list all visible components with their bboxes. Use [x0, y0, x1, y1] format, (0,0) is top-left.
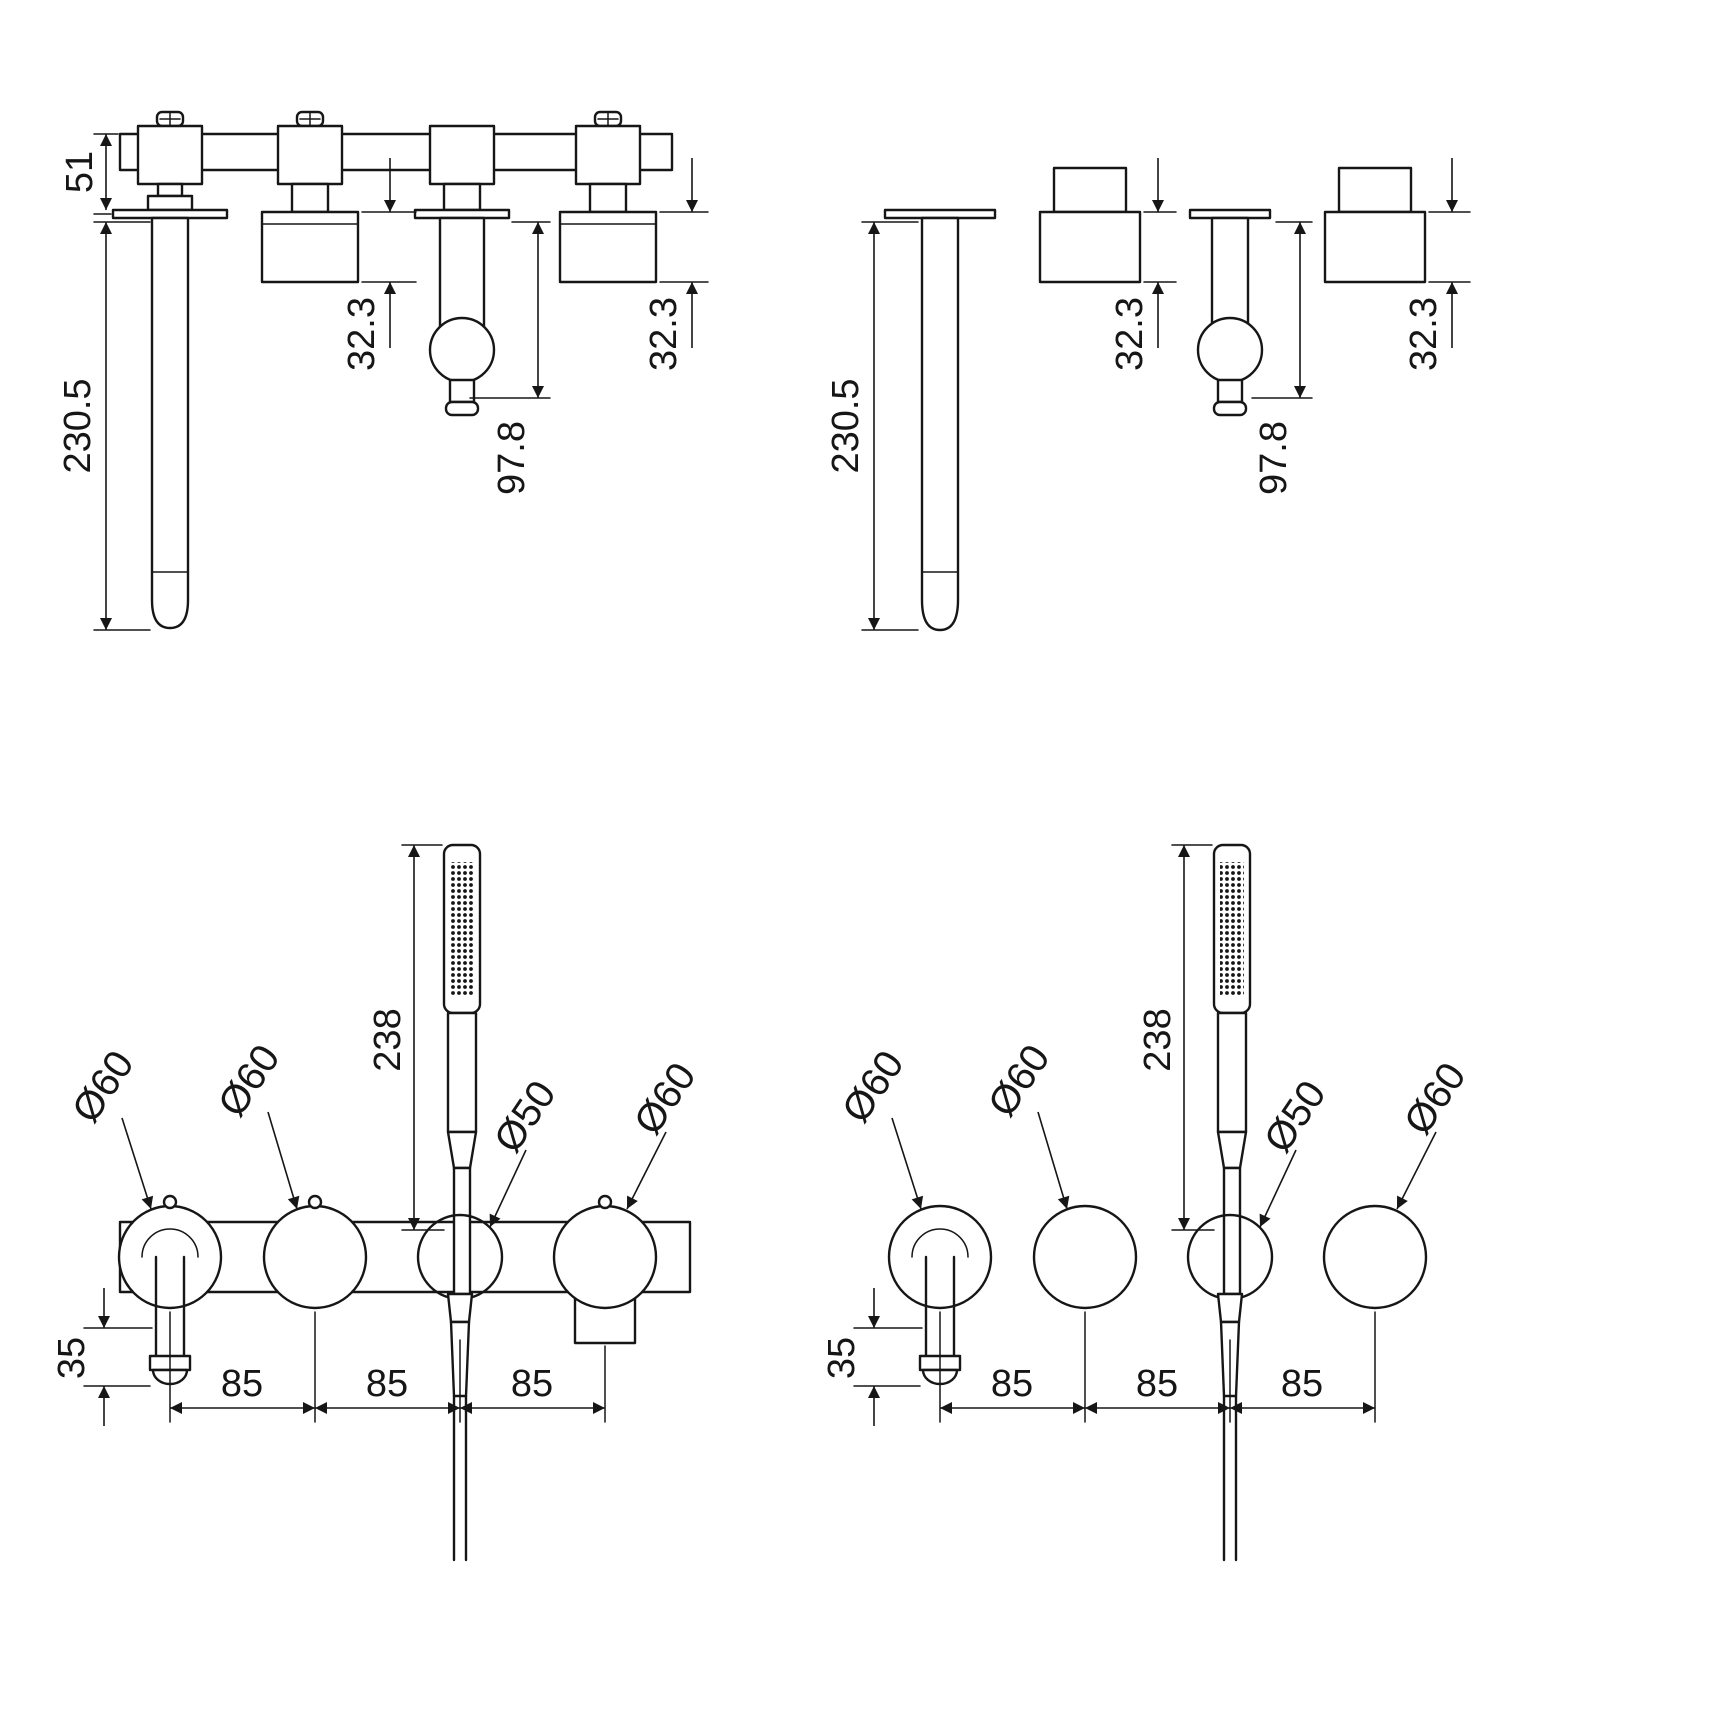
screw-icon — [597, 1194, 613, 1210]
dim-label-pitch-2: 85 — [1136, 1363, 1178, 1405]
dim-label-holder-depth: 97.8 — [491, 421, 533, 495]
spout-tube — [920, 216, 960, 632]
handle-escutcheon-right — [1322, 1204, 1428, 1310]
dim-label-diameter-holder: Ø50 — [486, 1073, 565, 1160]
spout-trim — [883, 208, 997, 632]
holder-trim — [1188, 208, 1272, 417]
spout-escutcheon — [117, 1204, 223, 1310]
spray-face — [450, 862, 474, 996]
holder-knob — [428, 316, 496, 384]
dim-label-pitch-3: 85 — [511, 1363, 553, 1405]
screw-icon — [162, 1194, 178, 1210]
handle-valve-body-left — [260, 110, 360, 284]
dim-label-holder-depth: 97.8 — [1253, 421, 1295, 495]
dim-label-trim-depth-right: 32.3 — [1403, 297, 1445, 371]
spout-valve-body — [111, 110, 229, 630]
dim-label-handshower-length: 238 — [367, 1008, 409, 1071]
view-side-rough-in: 51 230.5 32.3 97.8 32.3 — [57, 110, 709, 631]
handle-escutcheon-right — [552, 1204, 658, 1310]
dim-label-spout-length: 230.5 — [825, 378, 867, 473]
dim-label-trim-depth-left: 32.3 — [1109, 297, 1151, 371]
handle-trim-left — [1038, 166, 1142, 284]
dimensions-top-right: 230.5 32.3 97.8 32.3 — [825, 158, 1471, 631]
dim-label-diameter-mid: Ø60 — [210, 1037, 289, 1124]
dim-label-trim-depth-left: 32.3 — [341, 297, 383, 371]
view-front-rough-in: 238 Ø60 Ø60 Ø50 Ø60 35 85 85 85 — [51, 843, 705, 1562]
dim-label-pitch-3: 85 — [1281, 1363, 1323, 1405]
handle-valve-body-right — [558, 110, 658, 284]
dim-label-spout-length: 230.5 — [57, 378, 99, 473]
dim-label-diameter-left: Ø60 — [834, 1043, 913, 1130]
view-side-trim: 230.5 32.3 97.8 32.3 — [825, 158, 1471, 632]
shower-hose — [446, 1292, 474, 1562]
dim-label-pitch-2: 85 — [366, 1363, 408, 1405]
dimensions-bottom-left: 238 Ø60 Ø60 Ø50 Ø60 35 85 85 85 — [51, 844, 705, 1426]
dim-label-diameter-right: Ø60 — [626, 1055, 705, 1142]
holder-valve-body — [413, 124, 511, 417]
dimensions-top-left: 51 230.5 32.3 97.8 32.3 — [57, 133, 709, 631]
dim-label-pitch-1: 85 — [991, 1363, 1033, 1405]
spray-face — [1220, 862, 1244, 996]
dim-label-spout-offset: 35 — [821, 1337, 863, 1379]
dim-label-diameter-mid: Ø60 — [980, 1037, 1059, 1124]
spout-tube — [150, 216, 190, 630]
dim-label-handshower-length: 238 — [1137, 1008, 1179, 1071]
spout-escutcheon — [887, 1204, 993, 1310]
handle-escutcheon-mid — [262, 1204, 368, 1310]
dim-label-spout-offset: 35 — [51, 1337, 93, 1379]
manifold-bar — [118, 132, 674, 172]
dim-label-body-height: 51 — [59, 151, 101, 193]
holder-knob — [1196, 316, 1264, 384]
handle-escutcheon-mid — [1032, 1204, 1138, 1310]
dim-label-trim-depth-right: 32.3 — [643, 297, 685, 371]
dim-label-diameter-holder: Ø50 — [1256, 1073, 1335, 1160]
dim-label-pitch-1: 85 — [221, 1363, 263, 1405]
shower-hose — [1216, 1292, 1244, 1562]
dim-label-diameter-right: Ø60 — [1396, 1055, 1475, 1142]
handshower-wand — [442, 843, 482, 1296]
manifold-bar — [118, 1220, 692, 1294]
dim-label-diameter-left: Ø60 — [64, 1043, 143, 1130]
screw-icon — [307, 1194, 323, 1210]
view-front-trim: 238 Ø60 Ø60 Ø50 Ø60 35 85 85 85 — [821, 843, 1475, 1562]
dimensions-bottom-right: 238 Ø60 Ø60 Ø50 Ø60 35 85 85 85 — [821, 844, 1475, 1426]
handshower-wand — [1212, 843, 1252, 1296]
handle-trim-right — [1323, 166, 1427, 284]
